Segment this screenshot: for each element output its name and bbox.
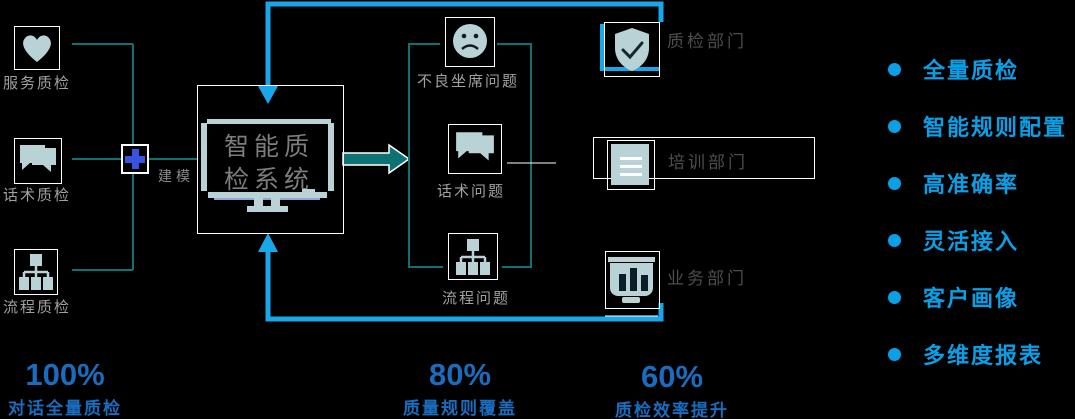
feature-item: 灵活接入 xyxy=(888,227,1067,254)
chat-bubbles-icon xyxy=(20,145,56,172)
chart-monitor-icon xyxy=(622,297,640,303)
monitor-icon xyxy=(247,206,288,212)
stat-rule-coverage: 80% 质量规则覆盖 xyxy=(390,358,530,419)
monitor-icon xyxy=(201,123,207,191)
training-dept-label: 培训部门 xyxy=(668,153,748,172)
feature-item: 客户画像 xyxy=(888,284,1067,311)
problem-script-box xyxy=(448,124,502,174)
feedback-top-line xyxy=(265,1,664,88)
feature-item: 高准确率 xyxy=(888,170,1067,197)
monitor-icon xyxy=(328,123,334,191)
monitor-icon xyxy=(302,189,315,192)
feature-item: 智能规则配置 xyxy=(888,113,1068,140)
monitor-icon xyxy=(271,198,280,207)
stat-label: 质量规则覆盖 xyxy=(403,399,517,418)
stat-value: 60% xyxy=(640,359,704,394)
stat-value: 100% xyxy=(25,357,105,392)
feedback-bottom-line xyxy=(265,250,664,322)
source-service-label: 服务质检 xyxy=(2,76,71,92)
stat-full-coverage: 100% 对话全量质检 xyxy=(0,358,135,419)
problem-process-box xyxy=(448,233,498,280)
document-icon xyxy=(620,173,642,176)
stat-value: 80% xyxy=(428,357,492,392)
system-title-line2: 检系统 xyxy=(223,167,314,194)
problem-agent-box xyxy=(445,17,495,67)
bullet-icon xyxy=(888,176,901,190)
analysis-arrow-icon xyxy=(342,143,411,175)
monitor-icon xyxy=(208,192,327,198)
sad-face-icon xyxy=(453,24,487,58)
flow-icon xyxy=(19,254,53,290)
merge-node xyxy=(121,144,149,174)
chart-monitor-icon xyxy=(608,257,655,262)
feature-label: 客户画像 xyxy=(923,286,1020,311)
chart-monitor-icon xyxy=(630,268,637,291)
feedback-top-arrowhead-icon xyxy=(258,86,278,104)
flow-icon xyxy=(456,238,490,275)
document-icon xyxy=(611,144,649,185)
stat-label: 对话全量质检 xyxy=(8,399,122,418)
feature-label: 智能规则配置 xyxy=(923,115,1068,140)
stat-efficiency: 60% 质检效率提升 xyxy=(602,360,742,419)
monitor-icon xyxy=(207,119,331,124)
qc-dept-blue-frame xyxy=(600,24,659,71)
qc-dept-box xyxy=(604,22,660,77)
problem-agent-label: 不良坐席问题 xyxy=(416,74,519,90)
source-process-box xyxy=(14,249,58,295)
feature-label: 高准确率 xyxy=(923,172,1020,197)
monitor-icon xyxy=(254,198,263,207)
feature-item: 全量质检 xyxy=(888,56,1067,83)
problem-script-label: 话术问题 xyxy=(436,184,505,200)
source-script-box xyxy=(14,138,62,184)
chart-monitor-icon xyxy=(641,275,648,291)
chart-monitor-icon xyxy=(619,274,626,291)
bullet-icon xyxy=(888,233,901,247)
document-icon xyxy=(620,165,642,168)
feedback-bottom-arrowhead-icon xyxy=(258,233,278,252)
feature-label: 灵活接入 xyxy=(923,229,1020,254)
heart-icon xyxy=(23,35,51,62)
bullet-icon xyxy=(888,347,901,361)
source-service-box xyxy=(14,26,60,70)
training-dept-box xyxy=(607,140,655,190)
source-script-label: 话术质检 xyxy=(2,188,71,204)
chat-bubbles-icon xyxy=(456,132,494,161)
feature-label: 多维度报表 xyxy=(923,343,1044,368)
feature-label: 全量质检 xyxy=(923,58,1020,83)
bullet-icon xyxy=(888,62,901,76)
feature-list: 全量质检 智能规则配置 高准确率 灵活接入 客户画像 多维度报表 xyxy=(888,56,1067,398)
feature-item: 多维度报表 xyxy=(888,341,1067,368)
stat-label: 质检效率提升 xyxy=(615,401,729,419)
source-process-label: 流程质检 xyxy=(2,300,71,316)
monitor-icon xyxy=(214,198,320,200)
qc-dept-label: 质检部门 xyxy=(667,32,747,51)
bullet-icon xyxy=(888,290,901,304)
bullet-icon xyxy=(888,119,901,133)
modeling-label: 建模 xyxy=(158,170,194,185)
source-merge-lines xyxy=(72,43,197,271)
document-icon xyxy=(620,157,642,160)
system-title-line1: 智能质 xyxy=(223,134,314,161)
problem-process-label: 流程问题 xyxy=(441,291,510,307)
plus-icon xyxy=(132,149,139,169)
shield-check-icon xyxy=(615,27,649,71)
biz-dept-label: 业务部门 xyxy=(667,269,747,288)
system-container-box xyxy=(197,85,344,234)
problems-bracket xyxy=(408,43,532,268)
biz-dept-box xyxy=(605,251,660,309)
training-dept-frame xyxy=(593,137,815,179)
